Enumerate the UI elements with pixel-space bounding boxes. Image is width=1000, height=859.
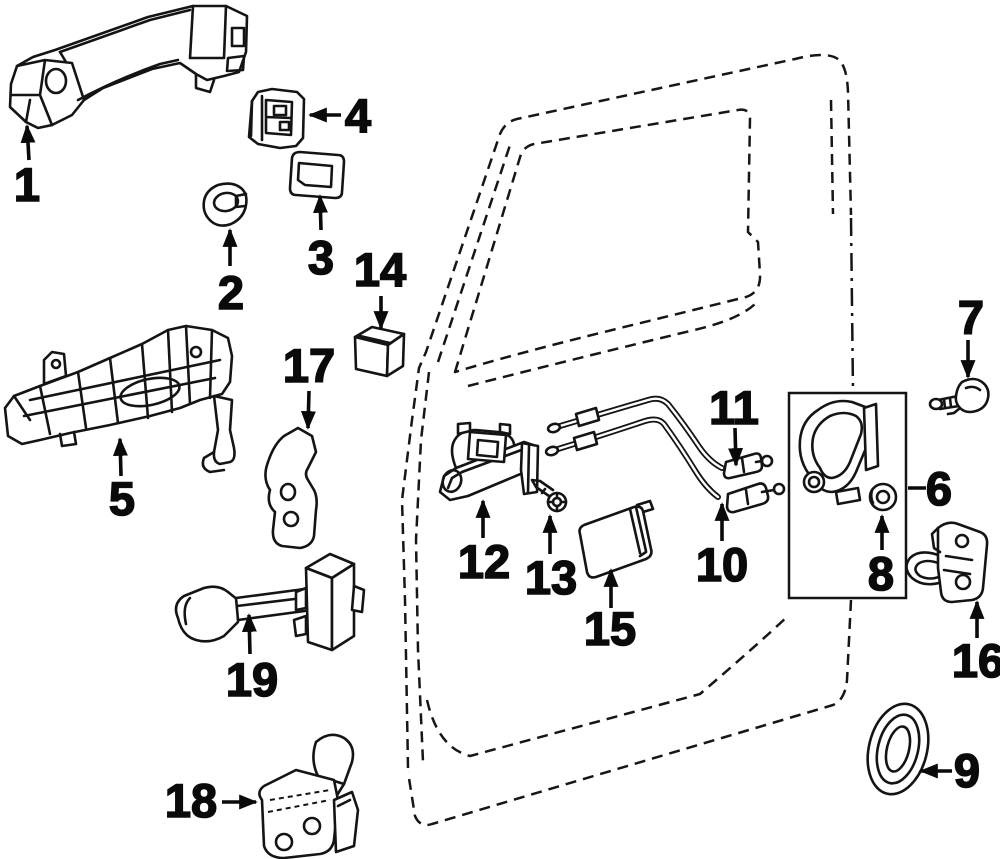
part-19-door-check: [174, 552, 366, 652]
callout-label-14[interactable]: 14: [353, 242, 407, 297]
callout-label-12[interactable]: 12: [457, 534, 511, 589]
callout-label-6[interactable]: 6: [925, 461, 953, 516]
part-9-bezel: [866, 702, 930, 796]
door-bottom-edge: [406, 599, 853, 827]
callout-arrow-3: [313, 194, 328, 231]
callout-label-15[interactable]: 15: [583, 601, 637, 656]
part-13-screw: [530, 478, 568, 513]
door-right-edge-mid: [849, 217, 855, 392]
callout-label-13[interactable]: 13: [524, 550, 578, 605]
part-6-latch-drawing: [798, 399, 880, 506]
part-18-door-hinge: [258, 733, 360, 859]
door-front-hem-line: [414, 371, 431, 763]
door-inner-bottom-line: [425, 615, 789, 758]
part-2-handle-cap: [202, 182, 248, 227]
door-beltline-lower: [467, 301, 758, 388]
callout-arrow-1: [20, 124, 36, 161]
part-3-handle-gasket: [288, 150, 346, 200]
part-6-lock-assembly-box: [787, 391, 908, 600]
door-pillar-middle-line: [436, 141, 513, 363]
part-7-bolt: [928, 377, 990, 416]
callout-label-11[interactable]: 11: [708, 380, 759, 435]
callout-label-7[interactable]: 7: [957, 290, 985, 345]
callout-arrow-19: [241, 613, 257, 655]
door-outer-edge: [400, 53, 853, 769]
callout-arrow-5: [112, 437, 128, 477]
callout-label-2[interactable]: 2: [217, 265, 245, 320]
part-5-handle-frame: [3, 324, 236, 474]
callout-arrow-11: [728, 427, 744, 467]
callout-label-4[interactable]: 4: [344, 88, 372, 143]
part-1-exterior-handle: [8, 4, 249, 130]
part-16-striker: [905, 521, 989, 604]
callout-label-3[interactable]: 3: [307, 230, 335, 285]
part-12-inside-handle: [438, 421, 540, 502]
callout-label-17[interactable]: 17: [282, 338, 336, 393]
callout-label-18[interactable]: 18: [164, 773, 218, 828]
part-4-handle-bracket: [247, 87, 306, 150]
callout-label-9[interactable]: 9: [953, 743, 981, 798]
part-14-cushion-block: [353, 325, 406, 378]
callout-label-1[interactable]: 1: [13, 157, 41, 212]
door-window-opening: [453, 108, 762, 374]
callout-arrow-17: [300, 390, 316, 430]
callout-label-8[interactable]: 8: [867, 546, 895, 601]
part-17-pad-gasket: [264, 426, 318, 550]
callout-label-5[interactable]: 5: [108, 471, 136, 526]
callout-label-10[interactable]: 10: [695, 537, 749, 592]
door-panel-outline: [400, 53, 855, 827]
callout-label-19[interactable]: 19: [225, 652, 279, 707]
part-10-11-lock-cables: [544, 395, 786, 514]
callout-label-16[interactable]: 16: [951, 633, 1000, 688]
part-15-lock-control: [578, 499, 655, 579]
door-right-hem-top: [829, 99, 835, 215]
part-8-grommet: [868, 482, 898, 512]
